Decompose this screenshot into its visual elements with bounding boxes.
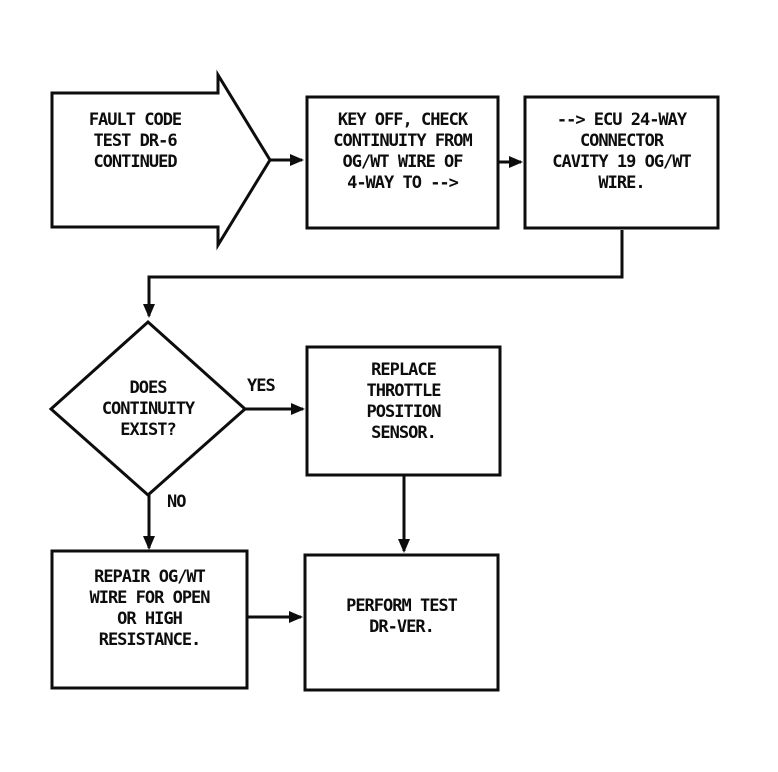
node-check-continuity-shape xyxy=(305,95,500,230)
node-start-shape xyxy=(50,69,272,251)
edge-ecu-to-decision xyxy=(143,230,624,318)
text-line: CONTINUITY FROM xyxy=(333,131,473,151)
text-line: PERFORM TEST xyxy=(346,596,458,616)
edge-label-yes: YES xyxy=(247,376,276,396)
node-replace-sensor-shape xyxy=(305,345,502,477)
node-perform-test-shape xyxy=(303,553,500,692)
text-line: FAULT CODE xyxy=(88,110,182,130)
text-line: CAVITY 19 OG/WT xyxy=(552,152,692,172)
text-line: WIRE FOR OPEN xyxy=(89,588,210,608)
text-line: CONNECTOR xyxy=(579,131,664,151)
text-line: KEY OFF, CHECK xyxy=(337,110,468,130)
node-start-text: FAULT CODE TEST DR-6 CONTINUED xyxy=(56,110,214,173)
node-ecu-connector-text: --> ECU 24-WAY CONNECTOR CAVITY 19 OG/WT… xyxy=(527,110,716,194)
text-line: THROTTLE xyxy=(366,381,442,401)
node-perform-test-text: PERFORM TEST DR-VER. xyxy=(307,596,496,638)
text-line: RESISTANCE. xyxy=(98,630,202,650)
text-line: DR-VER. xyxy=(369,617,435,637)
text-line: TEST DR-6 xyxy=(93,131,177,151)
text-line: --> ECU 24-WAY xyxy=(556,110,687,130)
text-line: OG/WT WIRE OF xyxy=(342,152,463,172)
node-check-continuity-text: KEY OFF, CHECK CONTINUITY FROM OG/WT WIR… xyxy=(309,110,496,194)
node-ecu-connector-shape xyxy=(523,95,720,230)
node-replace-sensor-text: REPLACE THROTTLE POSITION SENSOR. xyxy=(309,360,498,444)
text-line: CONTINUED xyxy=(93,152,177,172)
edge-label-no: NO xyxy=(167,492,187,512)
node-repair-wire-text: REPAIR OG/WT WIRE FOR OPEN OR HIGH RESIS… xyxy=(54,567,245,651)
text-line: EXIST? xyxy=(120,420,176,440)
text-line: OR HIGH xyxy=(117,609,183,629)
node-decision-text: DOES CONTINUITY EXIST? xyxy=(58,378,238,441)
text-line: REPAIR OG/WT xyxy=(94,567,206,587)
text-line: POSITION xyxy=(366,402,442,422)
text-line: WIRE. xyxy=(598,173,645,193)
text-line: REPLACE xyxy=(371,360,437,380)
text-line: SENSOR. xyxy=(371,423,437,443)
node-repair-wire-shape xyxy=(50,549,249,690)
text-line: DOES xyxy=(129,378,168,398)
text-line: 4-WAY TO --> xyxy=(347,173,459,193)
node-decision-shape xyxy=(48,319,248,498)
text-line: CONTINUITY xyxy=(101,399,195,419)
